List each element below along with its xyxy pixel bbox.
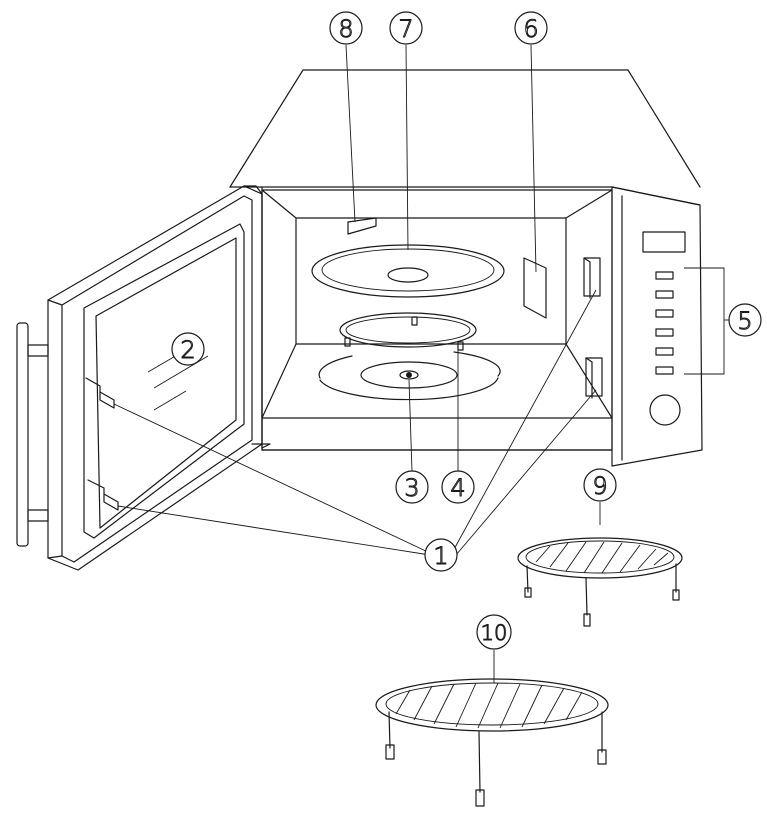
leader-lines <box>113 44 601 683</box>
control-panel-5 <box>642 231 732 426</box>
callout-9-label: 9 <box>592 472 607 500</box>
callout-5-label: 5 <box>737 307 752 335</box>
roller-ring-4 <box>339 312 477 351</box>
mica-cover-6 <box>523 257 547 319</box>
callout-9: 9 <box>583 468 617 502</box>
callout-4: 4 <box>441 470 475 504</box>
callout-2: 2 <box>171 332 205 366</box>
callout-4-label: 4 <box>450 474 465 502</box>
oven-body <box>229 69 703 467</box>
latch-slots <box>583 257 603 399</box>
callout-10-label: 10 <box>481 621 508 645</box>
door-2 <box>47 185 271 571</box>
callout-1-label: 1 <box>433 542 448 570</box>
callout-1: 1 <box>424 538 458 572</box>
callout-10: 10 <box>476 614 512 650</box>
callout-7: 7 <box>389 11 423 45</box>
door-handle <box>16 322 49 547</box>
display-window <box>642 231 686 253</box>
callout-5: 5 <box>728 303 762 337</box>
callout-3: 3 <box>395 470 429 504</box>
callout-3-label: 3 <box>404 474 419 502</box>
dial-knob <box>649 394 681 426</box>
callout-6-label: 6 <box>523 15 538 43</box>
high-rack-9 <box>517 537 683 627</box>
glass-tray-7 <box>311 244 505 298</box>
callout-8-label: 8 <box>338 15 353 43</box>
oven-cavity <box>261 189 613 451</box>
low-rack-10 <box>375 678 609 807</box>
waveguide-cover-8 <box>347 217 377 235</box>
callout-2-label: 2 <box>180 336 195 364</box>
callout-6: 6 <box>514 11 548 45</box>
callout-7-label: 7 <box>398 15 413 43</box>
turntable-shaft-3 <box>318 351 501 401</box>
callout-8: 8 <box>329 11 363 45</box>
